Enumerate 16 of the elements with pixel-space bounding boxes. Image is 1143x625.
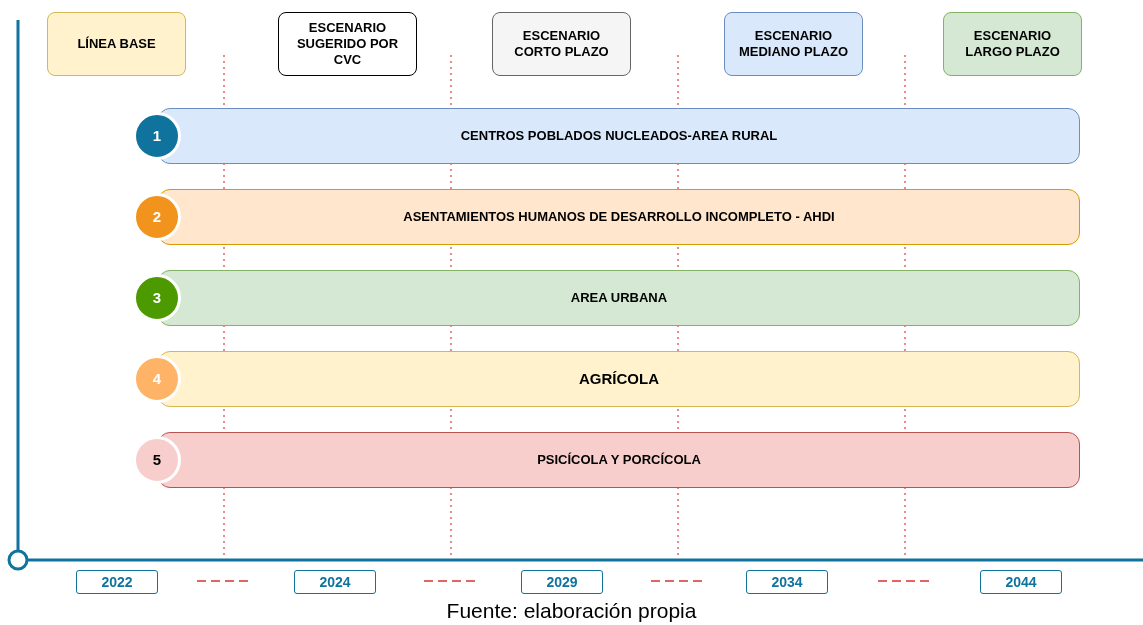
number-circle: 2 <box>133 193 181 241</box>
number-circle: 4 <box>133 355 181 403</box>
scenario-box: ESCENARIO MEDIANO PLAZO <box>724 12 863 76</box>
number-circle: 1 <box>133 112 181 160</box>
year-label: 2029 <box>521 570 603 594</box>
caption: Fuente: elaboración propia <box>446 599 697 622</box>
number-circle: 3 <box>133 274 181 322</box>
scenario-box: ESCENARIO LARGO PLAZO <box>943 12 1082 76</box>
scenario-box: ESCENARIO SUGERIDO POR CVC <box>278 12 417 76</box>
year-label: 2022 <box>76 570 158 594</box>
year-label: 2024 <box>294 570 376 594</box>
year-label: 2044 <box>980 570 1062 594</box>
scenario-box: LÍNEA BASE <box>47 12 186 76</box>
number-circle: 5 <box>133 436 181 484</box>
year-label: 2034 <box>746 570 828 594</box>
scenario-box: ESCENARIO CORTO PLAZO <box>492 12 631 76</box>
